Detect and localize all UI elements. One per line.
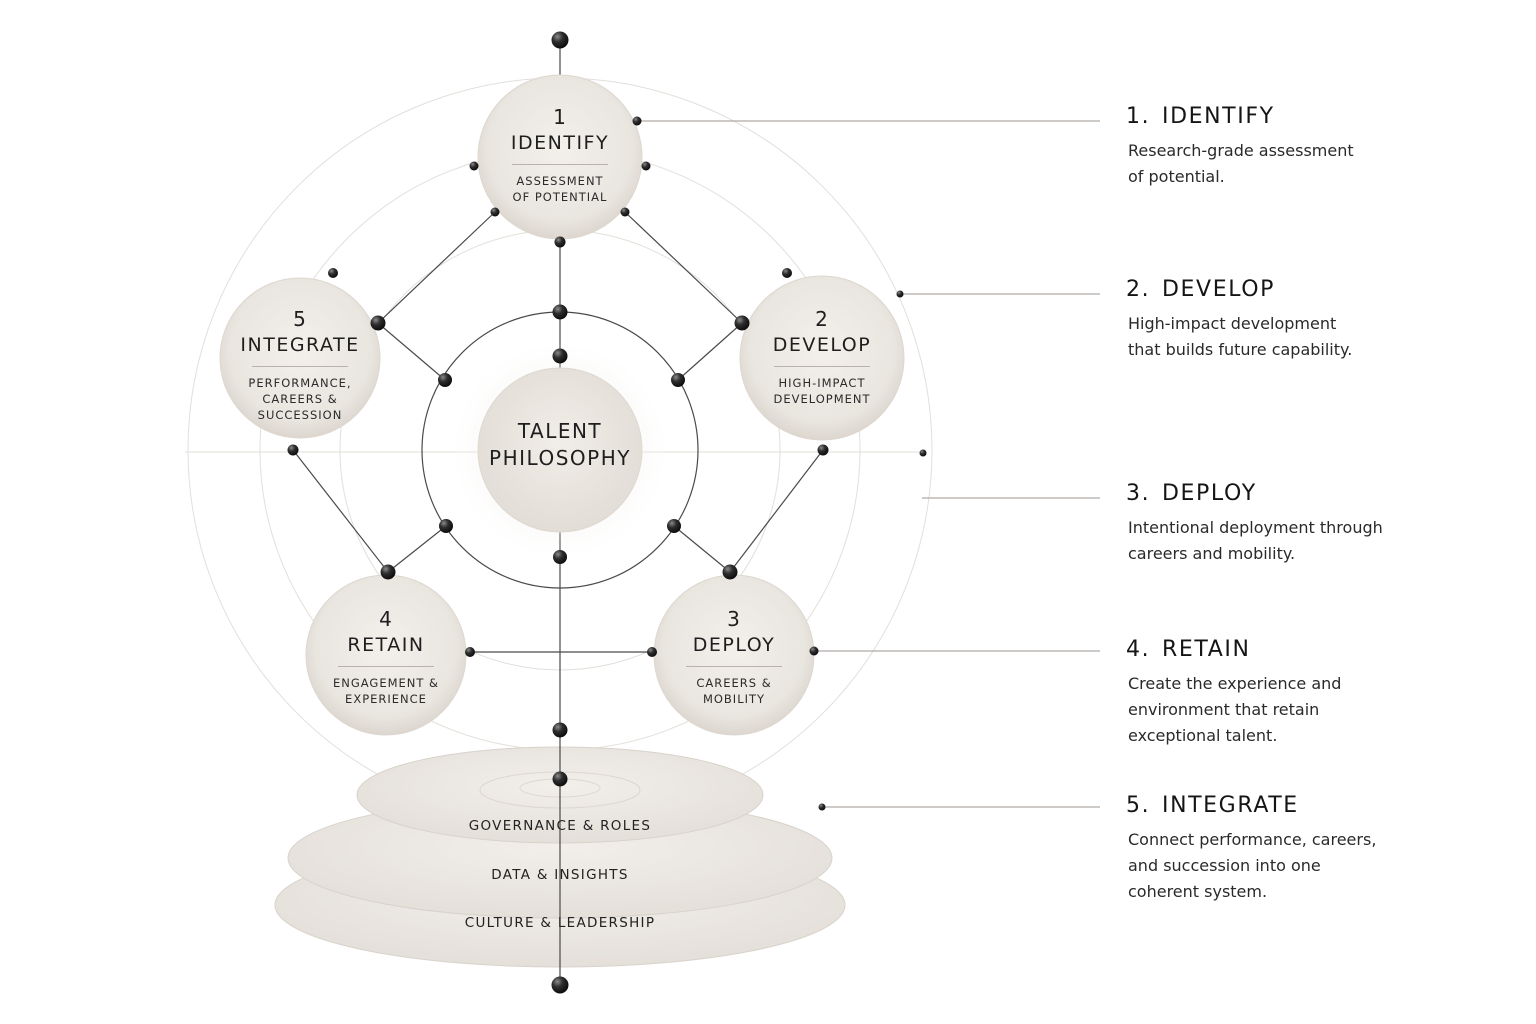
node-subtitle-line: ENGAGEMENT & xyxy=(332,676,440,690)
stage-node-circles xyxy=(219,74,905,736)
center-label: TALENT PHILOSOPHY xyxy=(470,418,650,472)
node-title: DEPLOY xyxy=(692,634,776,656)
legend-description: Intentional deployment through careers a… xyxy=(1126,515,1456,567)
node-circle-develop xyxy=(739,275,905,441)
legend-desc-line: Connect performance, careers, xyxy=(1128,830,1377,849)
node-subtitle-line: MOBILITY xyxy=(702,692,766,706)
node-divider xyxy=(686,666,782,667)
legend-number: 2. xyxy=(1126,277,1151,302)
node-divider xyxy=(338,666,434,667)
legend-integrate: 5. INTEGRATE Connect performance, careers… xyxy=(1126,793,1456,905)
legend-identify: 1. IDENTIFY Research-grade assessment of … xyxy=(1126,104,1456,190)
legend-title: 2. DEVELOP xyxy=(1126,277,1456,303)
node-subtitle-line: OF POTENTIAL xyxy=(512,190,608,204)
legend-desc-line: that builds future capability. xyxy=(1128,340,1353,359)
node-title: DEVELOP xyxy=(772,334,872,356)
legend-desc-line: coherent system. xyxy=(1128,882,1268,901)
legend-title-text: RETAIN xyxy=(1162,637,1251,662)
layer-governance-label: GOVERNANCE & ROLES xyxy=(468,818,652,834)
legend-description: Create the experience and environment th… xyxy=(1126,671,1456,749)
legend-desc-line: Intentional deployment through xyxy=(1128,518,1383,537)
node-develop: 2 DEVELOP HIGH-IMPACT DEVELOPMENT xyxy=(742,306,902,407)
node-number: 1 xyxy=(553,105,567,129)
node-title: RETAIN xyxy=(347,634,425,656)
node-integrate: 5 INTEGRATE PERFORMANCE, CAREERS & SUCCE… xyxy=(220,306,380,423)
node-number: 3 xyxy=(727,607,741,631)
legend-title: 3. DEPLOY xyxy=(1126,481,1456,507)
node-divider xyxy=(512,164,608,165)
legend-deploy: 3. DEPLOY Intentional deployment through … xyxy=(1126,481,1456,567)
legend-description: Connect performance, careers, and succes… xyxy=(1126,827,1456,905)
node-retain: 4 RETAIN ENGAGEMENT & EXPERIENCE xyxy=(306,606,466,707)
legend-title-text: IDENTIFY xyxy=(1162,104,1275,129)
node-subtitle-line: ASSESSMENT xyxy=(516,174,604,188)
legend-desc-line: environment that retain xyxy=(1128,700,1320,719)
legend-title: 4. RETAIN xyxy=(1126,637,1456,663)
legend-desc-line: exceptional talent. xyxy=(1128,726,1278,745)
node-deploy: 3 DEPLOY CAREERS & MOBILITY xyxy=(654,606,814,707)
legend-title-text: INTEGRATE xyxy=(1162,793,1299,818)
legend-title-text: DEVELOP xyxy=(1162,277,1276,302)
legend-title-text: DEPLOY xyxy=(1162,481,1257,506)
node-subtitle-line: PERFORMANCE, xyxy=(248,376,352,390)
node-subtitle-line: EXPERIENCE xyxy=(345,692,427,706)
node-subtitle-line: DEVELOPMENT xyxy=(773,392,871,406)
legend-number: 4. xyxy=(1126,637,1151,662)
node-subtitle-line: SUCCESSION xyxy=(257,408,343,422)
layer-culture-label: CULTURE & LEADERSHIP xyxy=(464,915,656,931)
node-number: 4 xyxy=(379,607,393,631)
layer-data-label: DATA & INSIGHTS xyxy=(491,867,629,883)
center-label-line2: PHILOSOPHY xyxy=(489,446,631,470)
legend-desc-line: of potential. xyxy=(1128,167,1225,186)
legend-description: Research-grade assessment of potential. xyxy=(1126,138,1456,190)
legend-desc-line: High-impact development xyxy=(1128,314,1337,333)
node-title: INTEGRATE xyxy=(240,334,360,356)
node-subtitle-line: CAREERS & xyxy=(262,392,338,406)
legend-number: 5. xyxy=(1126,793,1151,818)
legend-title: 1. IDENTIFY xyxy=(1126,104,1456,130)
node-number: 5 xyxy=(293,307,307,331)
node-divider xyxy=(774,366,870,367)
legend-desc-line: and succession into one xyxy=(1128,856,1321,875)
center-label-line1: TALENT xyxy=(517,419,603,443)
legend-desc-line: Research-grade assessment xyxy=(1128,141,1354,160)
legend-title: 5. INTEGRATE xyxy=(1126,793,1456,819)
legend-develop: 2. DEVELOP High-impact development that b… xyxy=(1126,277,1456,363)
legend-description: High-impact development that builds futu… xyxy=(1126,311,1456,363)
legend-retain: 4. RETAIN Create the experience and envir… xyxy=(1126,637,1456,749)
node-circle-integrate xyxy=(219,277,381,439)
legend-number: 3. xyxy=(1126,481,1151,506)
node-title: IDENTIFY xyxy=(510,132,610,154)
node-subtitle-line: CAREERS & xyxy=(696,676,772,690)
node-number: 2 xyxy=(815,307,829,331)
beads xyxy=(287,31,927,994)
legend-desc-line: Create the experience and xyxy=(1128,674,1342,693)
legend-number: 1. xyxy=(1126,104,1151,129)
legend-pointer-lines xyxy=(637,120,1100,808)
node-divider xyxy=(252,366,348,367)
center-circle xyxy=(452,342,668,558)
legend-desc-line: careers and mobility. xyxy=(1128,544,1296,563)
node-identify: 1 IDENTIFY ASSESSMENT OF POTENTIAL xyxy=(480,104,640,205)
node-subtitle-line: HIGH-IMPACT xyxy=(778,376,866,390)
